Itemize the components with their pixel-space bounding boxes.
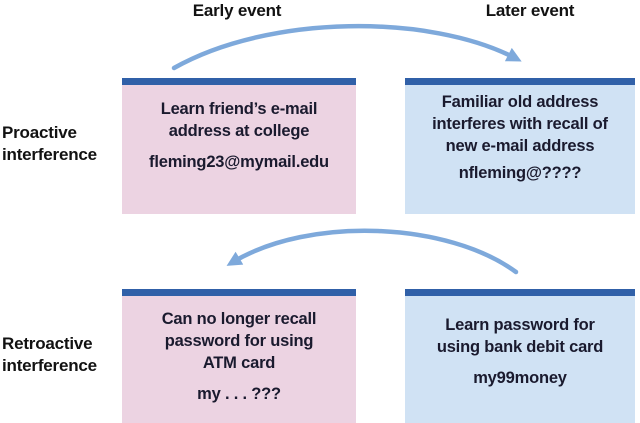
box-text: Familiar old address interferes with rec… bbox=[432, 93, 608, 155]
column-header-later-event: Later event bbox=[485, 1, 575, 20]
row-label-proactive-interference: Proactive interference bbox=[2, 123, 97, 164]
box-text: Learn friend’s e-mail address at college bbox=[160, 100, 318, 140]
box-example-email-forgotten: nfleming@???? bbox=[458, 164, 582, 182]
box-example-password: my99money bbox=[473, 369, 567, 387]
curved-arrow-left-icon bbox=[226, 228, 519, 275]
box-example-email: fleming23@mymail.edu bbox=[149, 153, 329, 171]
curved-arrow-right-icon bbox=[171, 23, 522, 71]
box-text: Can no longer recall password for using … bbox=[161, 310, 317, 372]
row-label-retroactive-interference: Retroactive interference bbox=[2, 334, 97, 375]
box-text: Learn password for using bank debit card bbox=[436, 316, 604, 356]
box-retroactive-early-event: Can no longer recall password for using … bbox=[122, 289, 356, 423]
column-header-early-event: Early event bbox=[192, 1, 282, 20]
box-proactive-early-event: Learn friend’s e-mail address at college… bbox=[122, 78, 356, 214]
box-example-password-forgotten: my . . . ??? bbox=[197, 385, 281, 403]
box-retroactive-later-event: Learn password for using bank debit card… bbox=[405, 289, 635, 423]
box-proactive-later-event: Familiar old address interferes with rec… bbox=[405, 78, 635, 214]
